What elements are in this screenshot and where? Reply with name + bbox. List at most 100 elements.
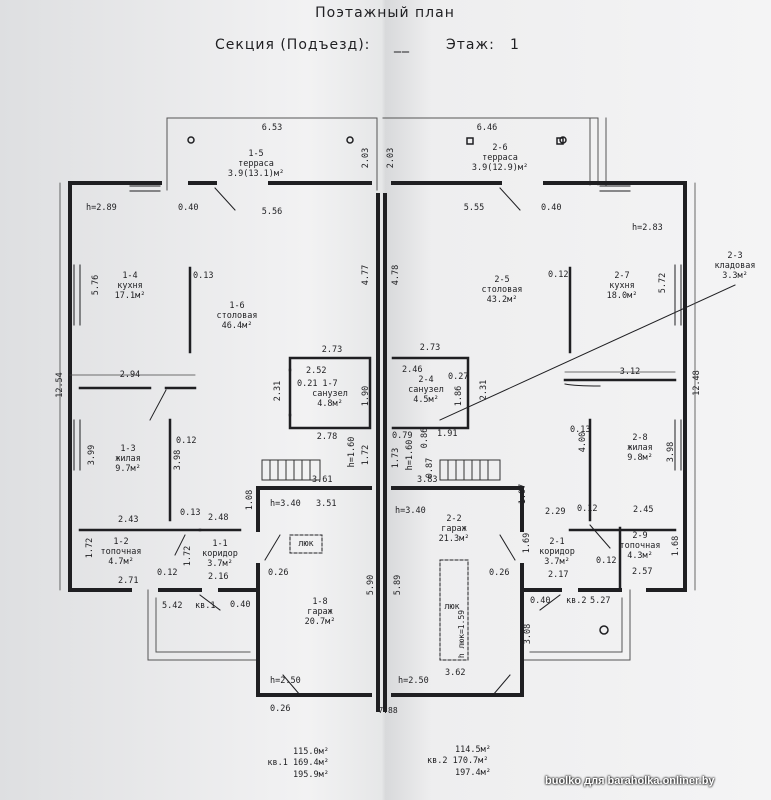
hatch-right-outline [439, 559, 469, 661]
dim: 0.40 [530, 596, 551, 606]
dim: 2.57 [632, 567, 653, 577]
dim: 0.86 [419, 427, 430, 449]
ceiling-height: h=2.89 [86, 203, 117, 213]
dim: 0.12 [577, 504, 598, 514]
dim: 1.86 [453, 385, 464, 407]
section-label: Секция (Подъезд): [215, 37, 371, 53]
dim: 5.27 [590, 596, 611, 606]
dim: 2.78 [316, 432, 338, 442]
dim: h=1.60 [404, 439, 415, 471]
dim: 2.73 [419, 343, 441, 353]
dim: 1.72 [182, 545, 193, 567]
dim: 0.79 [392, 431, 413, 441]
dim: 2.03 [385, 147, 396, 169]
bathroom-left-walls [288, 356, 372, 430]
dim: 1.69 [521, 532, 532, 554]
dim: 5.89 [392, 574, 403, 596]
terrace-right-outline [382, 117, 599, 186]
dim: 2.45 [633, 505, 654, 515]
hatch-label-right: люк [444, 602, 460, 612]
dim: 2.29 [545, 507, 566, 517]
dim: 1.72 [360, 444, 371, 466]
dim: 5.56 [261, 207, 283, 217]
dim: 3.12 [619, 367, 641, 377]
dim: 2.31 [478, 379, 489, 401]
dim: 5.72 [657, 272, 668, 294]
apartment-2-label: кв.2 [566, 596, 587, 606]
dim: 0.40 [230, 600, 251, 610]
dim: 1.07 [517, 483, 528, 505]
dim: 2.43 [118, 515, 139, 525]
dim: 5.76 [90, 274, 101, 296]
dim: 3.61 [312, 475, 333, 485]
dim: 1.90 [360, 385, 371, 407]
hatch-label-left: люк [298, 539, 314, 549]
dim: 2.31 [272, 380, 283, 402]
dim: 1.91 [437, 429, 458, 439]
dim: 0.12 [596, 556, 617, 566]
dim: 12.48 [691, 370, 702, 396]
dim: 3.99 [86, 444, 97, 466]
porch-right-outline [521, 589, 631, 661]
hatch-height-label: h люк=1.59 [457, 609, 466, 659]
dim: 3.08 [522, 623, 533, 645]
dim: 0.40 [178, 203, 199, 213]
ceiling-height: h=2.50 [270, 676, 301, 686]
hatch-left-outline [289, 534, 323, 554]
dim: 5.90 [365, 574, 376, 596]
dim: h=1.60 [346, 436, 357, 468]
porch-left-outline [147, 589, 259, 661]
totals-apartment-2: 114.5м² кв.2 170.7м² 197.4м² [427, 745, 491, 778]
dim: 2.52 [306, 366, 327, 376]
ceiling-height: h=3.40 [395, 506, 426, 516]
totals-apartment-1: 115.0м² кв.1 169.4м² 195.9м² [267, 747, 329, 780]
floor-value: 1 [510, 37, 520, 53]
plan-title: Поэтажный план [315, 5, 455, 21]
dim: 3.51 [316, 499, 337, 509]
dim: 1.08 [244, 489, 255, 511]
dim: 2.46 [402, 365, 423, 375]
dim: 4.77 [360, 264, 371, 286]
apartment-1-label: кв.1 [195, 601, 216, 611]
terrace-left-outline [166, 117, 378, 191]
dim: 0.12 [176, 436, 197, 446]
dim: 1.72 [84, 537, 95, 559]
dim: 1.68 [670, 535, 681, 557]
dim: 0.12 [548, 270, 569, 280]
dim: 0.40 [541, 203, 562, 213]
dim: 2.17 [548, 570, 569, 580]
dim: 0.26 [489, 568, 510, 578]
dim: 0.27 [448, 372, 469, 382]
dim: 0.13 [193, 271, 214, 281]
dim: 0.13 [180, 508, 201, 518]
dim: 4.78 [390, 264, 401, 286]
ceiling-height: h=2.83 [632, 223, 663, 233]
dim: 0.26 [268, 568, 289, 578]
dim: 6.53 [261, 123, 283, 133]
ceiling-height: h=3.40 [270, 499, 301, 509]
watermark: buolko для baraholka.onliner.by [545, 775, 715, 787]
dim: 7.88 [378, 706, 398, 715]
floor-label: Этаж: [446, 37, 495, 53]
dim: 1.73 [390, 447, 401, 469]
dim: 5.55 [463, 203, 485, 213]
dim: 4.00 [577, 431, 588, 453]
dim: 0.12 [157, 568, 178, 578]
